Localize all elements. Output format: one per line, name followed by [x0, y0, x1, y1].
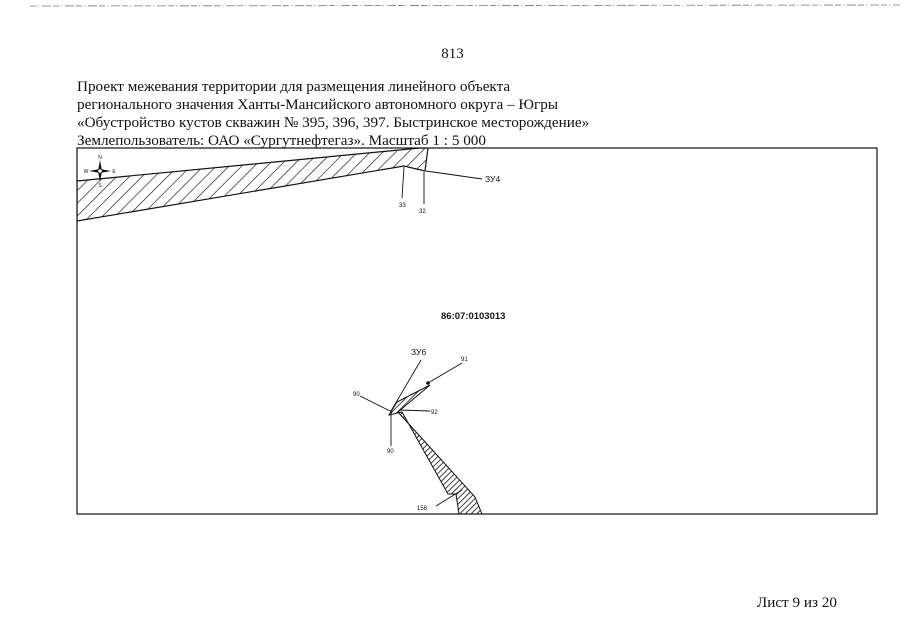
title-line-3: «Обустройство кустов скважин № 395, 396,… — [77, 114, 590, 131]
page-number: 813 — [441, 46, 464, 62]
title-line-2: регионального значения Ханты-Мансийского… — [77, 96, 559, 113]
compass-north-label: N — [98, 155, 102, 161]
map-frame — [76, 147, 878, 515]
compass-south-label: S — [98, 183, 102, 189]
point-label-158: 158 — [417, 506, 428, 512]
title-line-4: Землепользователь: ОАО «Сургутнефтегаз».… — [77, 132, 486, 149]
point-marker-91 — [426, 381, 430, 385]
scan-artifact-line — [29, 4, 901, 7]
document-title: Проект межевания территории для размещен… — [77, 78, 637, 150]
point-label-91: 91 — [461, 357, 468, 363]
point-label-32: 32 — [419, 209, 426, 215]
point-label-33: 33 — [399, 203, 406, 209]
hatched-plot-zu4 — [77, 148, 429, 222]
hatched-plot-zu6 — [387, 384, 483, 514]
title-line-1: Проект межевания территории для размещен… — [77, 78, 511, 95]
compass-east-label: E — [112, 169, 116, 175]
plot-label-zu6: ЗУ6 — [411, 347, 426, 357]
zu6-leaders — [359, 359, 463, 507]
compass-rose: N S W E — [84, 155, 117, 189]
plot-label-zu4: ЗУ4 — [485, 174, 500, 184]
sheet-label: Лист 9 из 20 — [756, 594, 837, 611]
point-label-90-left: 90 — [353, 392, 360, 398]
compass-west-label: W — [84, 169, 89, 175]
cadastral-number: 86:07:0103013 — [441, 311, 505, 322]
point-label-90-bottom: 90 — [387, 449, 394, 455]
zu4-leaders — [401, 166, 483, 204]
point-label-92: 92 — [431, 410, 438, 416]
